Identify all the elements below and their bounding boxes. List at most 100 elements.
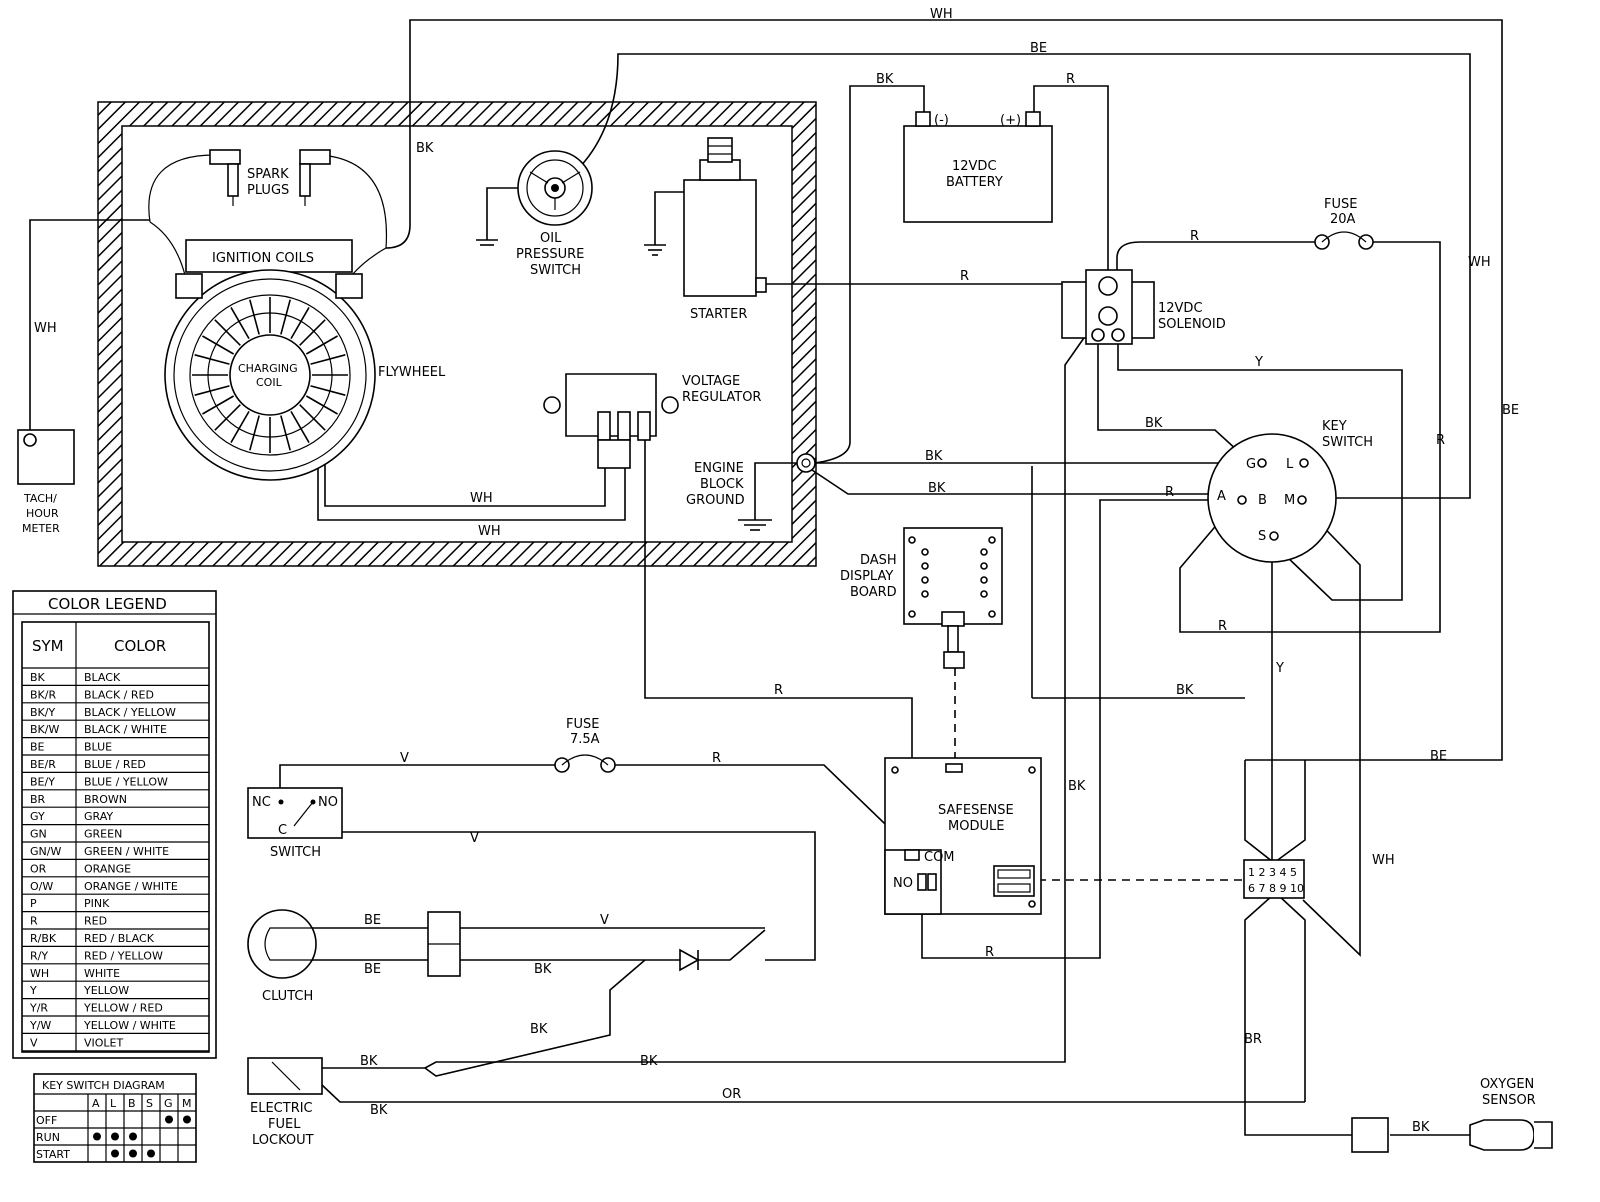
legend-sym: R/Y xyxy=(30,949,48,962)
legend-color: YELLOW xyxy=(83,984,129,997)
color-legend-title: COLOR LEGEND xyxy=(48,595,167,613)
wire-tag: BE xyxy=(364,913,381,928)
switch: NC NO C SWITCH xyxy=(247,787,343,860)
legend-sym: BE xyxy=(30,741,45,754)
flywheel-fin xyxy=(290,307,310,340)
key-terminal-l: L xyxy=(1286,457,1294,472)
dash-led xyxy=(921,576,929,584)
dash-led xyxy=(988,610,996,618)
connector-pins-bottom: 6 7 8 9 10 xyxy=(1248,882,1304,895)
flywheel-fin xyxy=(310,385,346,396)
legend-sym: WH xyxy=(30,967,49,980)
legend-color: BROWN xyxy=(84,793,127,806)
wire-tags: WH BE BK R BK WH R R WH Y BE BK R BK BK … xyxy=(34,7,1519,1135)
legend-sym: GN xyxy=(30,828,47,841)
dash-led xyxy=(908,610,916,618)
flywheel-fin xyxy=(194,385,230,396)
legend-color: BLUE / RED xyxy=(84,758,146,771)
legend-sym: BK/R xyxy=(30,688,56,701)
wire-tag: R xyxy=(1066,72,1075,87)
battery-pos-label: (+) xyxy=(1000,113,1021,128)
dash-led xyxy=(921,548,929,556)
legend-sym: Y/R xyxy=(29,1002,48,1015)
switch-nc: NC xyxy=(252,795,271,810)
legend-sym: R/BK xyxy=(30,932,57,945)
key-diagram-dot xyxy=(183,1115,191,1124)
key-diagram-dot xyxy=(129,1149,137,1158)
wire-tag: BK xyxy=(640,1054,658,1069)
connector-pins-top: 1 2 3 4 5 xyxy=(1248,866,1297,879)
key-diagram-col: M xyxy=(182,1097,192,1110)
wire-tag: WH xyxy=(1372,853,1395,868)
wire-tag: R xyxy=(774,683,783,698)
flywheel-fin xyxy=(194,354,230,365)
wires xyxy=(29,19,1503,1136)
wire-tag: BE xyxy=(1030,41,1047,56)
legend-color: BLUE xyxy=(84,741,112,754)
legend-sym: R xyxy=(30,915,38,928)
wire-tag: R xyxy=(960,269,969,284)
legend-color: YELLOW / RED xyxy=(83,1002,163,1015)
legend-color: BLACK / WHITE xyxy=(84,723,167,736)
wire-tag: BE xyxy=(1430,749,1447,764)
wire-tag: BK xyxy=(925,449,943,464)
legend-sym: OR xyxy=(30,862,47,875)
key-terminal-m: M xyxy=(1284,493,1295,508)
clutch: CLUTCH xyxy=(247,909,461,1004)
legend-sym: Y xyxy=(29,984,37,997)
flywheel-fin xyxy=(249,299,260,335)
flywheel-label: FLYWHEEL xyxy=(378,365,446,380)
wire-tag: BK xyxy=(876,72,894,87)
legend-color: GREEN / WHITE xyxy=(84,845,169,858)
legend-sym: BK/W xyxy=(30,723,59,736)
flywheel-fin xyxy=(305,395,338,415)
wire-tag: R xyxy=(1218,619,1227,634)
wire-tag: BK xyxy=(416,141,434,156)
legend-sym: BK/Y xyxy=(30,706,55,719)
key-terminal-g: G xyxy=(1246,457,1256,472)
legend-sym: V xyxy=(30,1036,38,1049)
legend-sym: P xyxy=(30,897,37,910)
wire-tag: R xyxy=(1165,485,1174,500)
flywheel-fin xyxy=(310,354,346,365)
legend-sym: Y/W xyxy=(29,1019,51,1032)
flywheel-fin xyxy=(299,404,326,431)
key-diagram-dot xyxy=(129,1132,137,1141)
legend-color: RED xyxy=(84,915,107,928)
dash-led xyxy=(980,548,988,556)
wire-tag: R xyxy=(985,945,994,960)
dash-led xyxy=(980,576,988,584)
key-diagram-col: S xyxy=(146,1097,153,1110)
flywheel-fin xyxy=(202,395,235,415)
starter-label: STARTER xyxy=(690,307,747,322)
wire-tag: Y xyxy=(1254,355,1263,370)
legend-color: RED / BLACK xyxy=(84,932,155,945)
wire-tag: BK xyxy=(1068,779,1086,794)
switch-label: SWITCH xyxy=(270,845,321,860)
key-diagram-row: RUN xyxy=(36,1131,60,1144)
key-diagram-dot xyxy=(147,1149,155,1158)
connector-10pin: 1 2 3 4 5 6 7 8 9 10 xyxy=(1243,859,1305,899)
flywheel-fin xyxy=(299,319,326,346)
key-diagram-dot xyxy=(111,1149,119,1158)
flywheel-fin xyxy=(230,307,250,340)
flywheel-fin xyxy=(214,404,241,431)
